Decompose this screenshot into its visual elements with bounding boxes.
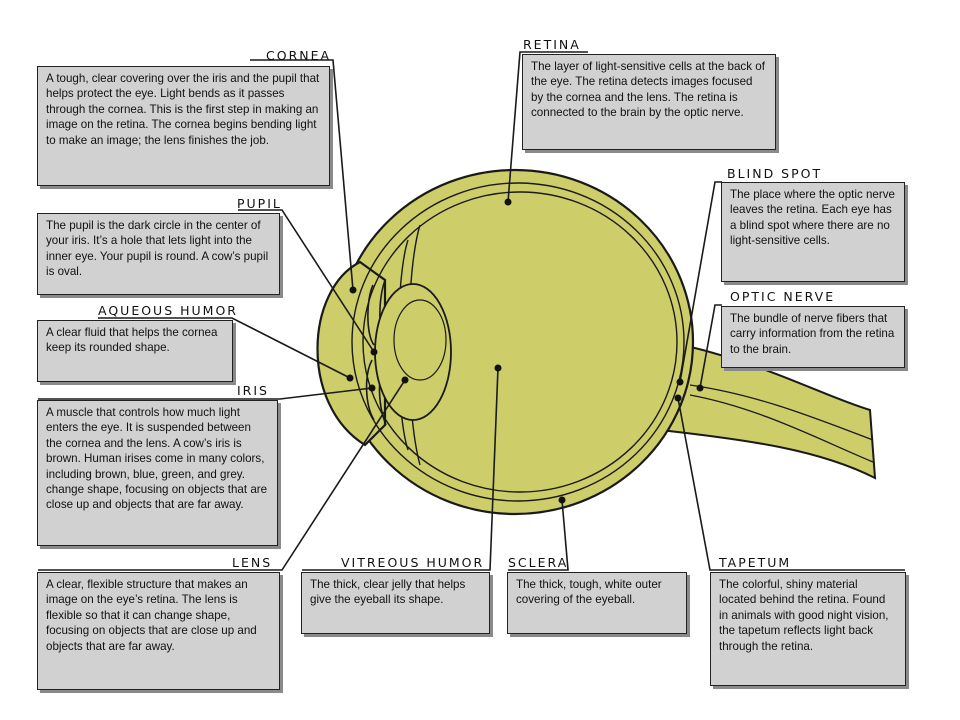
tapetum-leader [677,397,905,571]
cornea-label: CORNEA [266,48,332,63]
retina-leader [507,51,588,203]
aqueous-humor-leader [98,317,351,379]
optic-nerve-leader [699,304,722,389]
pupil-label: PUPIL [237,196,282,211]
sclera-description: The thick, tough, white outer covering o… [507,572,687,634]
sclera-dot [558,496,566,504]
blind-spot-leader [679,181,722,383]
pupil-leader [238,209,375,353]
blind-spot-label: BLIND SPOT [727,166,823,181]
sclera-leader [508,499,569,571]
pointer-dots [346,198,704,504]
cornea-description: A tough, clear covering over the iris an… [37,66,330,186]
leader-lines [38,51,905,571]
aqueous-humor-label: AQUEOUS HUMOR [98,303,238,318]
tapetum-description: The colorful, shiny material located beh… [710,572,906,686]
lens-shape [374,283,452,421]
vitreous-humor-description: The thick, clear jelly that helps give t… [301,572,490,634]
lens-leader [38,379,406,571]
blind-spot-dot [676,378,684,386]
pupil-description: The pupil is the dark circle in the cent… [37,213,280,295]
retina-label: RETINA [523,37,581,52]
sclera-label: SCLERA [508,555,569,570]
iris-description: A muscle that controls how much light en… [37,400,278,546]
lens-inner [393,299,447,381]
vitreous-humor-label: VITREOUS HUMOR [341,555,485,570]
optic-nerve-fiber [689,394,874,463]
optic-nerve-label: OPTIC NERVE [730,289,836,304]
lens-dot [401,376,409,384]
lens-label: LENS [232,555,273,570]
retina-dot [504,198,512,206]
tapetum-dot [674,394,682,402]
aqueous-humor-dot [346,374,354,382]
cornea-leader [250,59,354,291]
pupil-dot [370,348,378,356]
tapetum-layer [362,191,678,493]
aqueous-humor-description: A clear fluid that helps the cornea keep… [37,320,233,382]
retina-description: The layer of light-sensitive cells at th… [522,54,776,150]
optic-nerve-fiber [689,384,874,441]
optic-nerve-description: The bundle of nerve fibers that carry in… [721,306,905,368]
retina-layer [351,182,685,502]
vitreous-humor-dot [494,364,502,372]
lens-description: A clear, flexible structure that makes a… [37,572,280,690]
cornea-dot [349,286,357,294]
blind-spot-description: The place where the optic nerve leaves t… [721,182,905,282]
tapetum-label: TAPETUM [719,555,792,570]
optic-nerve-dot [696,384,704,392]
iris-leader [38,387,373,400]
vitreous-humor-leader [302,367,499,571]
iris-shape [365,284,375,421]
iris-dot [368,384,376,392]
iris-label: IRIS [237,383,269,398]
